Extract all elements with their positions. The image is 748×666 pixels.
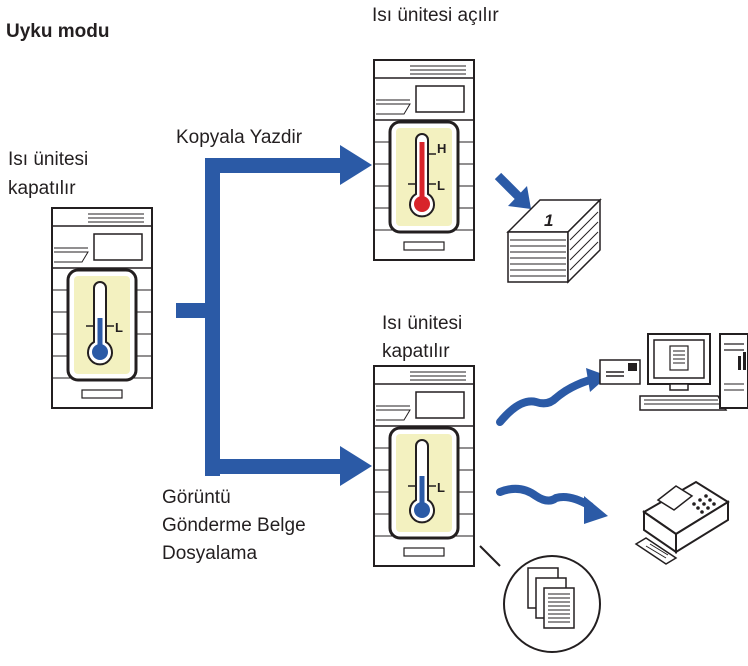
- thermo-low-label: L: [437, 178, 445, 193]
- fax-icon: [634, 480, 730, 565]
- branch-top-label: Kopyala Yazdir: [176, 127, 303, 148]
- send-arrow-computer: [496, 368, 608, 426]
- branch-arrows: [176, 145, 372, 486]
- left-status-line1: Isı ünitesi: [8, 149, 89, 170]
- output-arrow: [494, 172, 531, 209]
- branch-bottom-label-line3: Dosyalama: [162, 543, 258, 564]
- computer-icon: [639, 333, 748, 411]
- send-arrow-fax: [496, 484, 608, 524]
- printer-off-icon: L: [51, 207, 153, 409]
- mid-status-line1: Isı ünitesi: [382, 313, 463, 334]
- thermo-low-label: L: [437, 480, 445, 495]
- mid-status-line2: kapatılır: [382, 341, 450, 362]
- top-status: Isı ünitesi açılır: [372, 5, 499, 26]
- branch-bottom-label-line2: Gönderme Belge: [162, 515, 306, 536]
- branch-bottom-label-line1: Görüntü: [162, 487, 231, 508]
- thermo-high-label: H: [437, 141, 446, 156]
- documents-icon: [479, 545, 601, 653]
- left-status-line2: kapatılır: [8, 178, 76, 199]
- thermo-low-label: L: [115, 320, 123, 335]
- envelope-icon: [599, 359, 641, 385]
- page-title: Uyku modu: [6, 21, 110, 42]
- printer-on-icon: H L: [373, 59, 475, 261]
- printer-off-icon: L: [373, 365, 475, 567]
- page-number: 1: [544, 211, 553, 230]
- paper-stack-icon: 1: [506, 198, 602, 284]
